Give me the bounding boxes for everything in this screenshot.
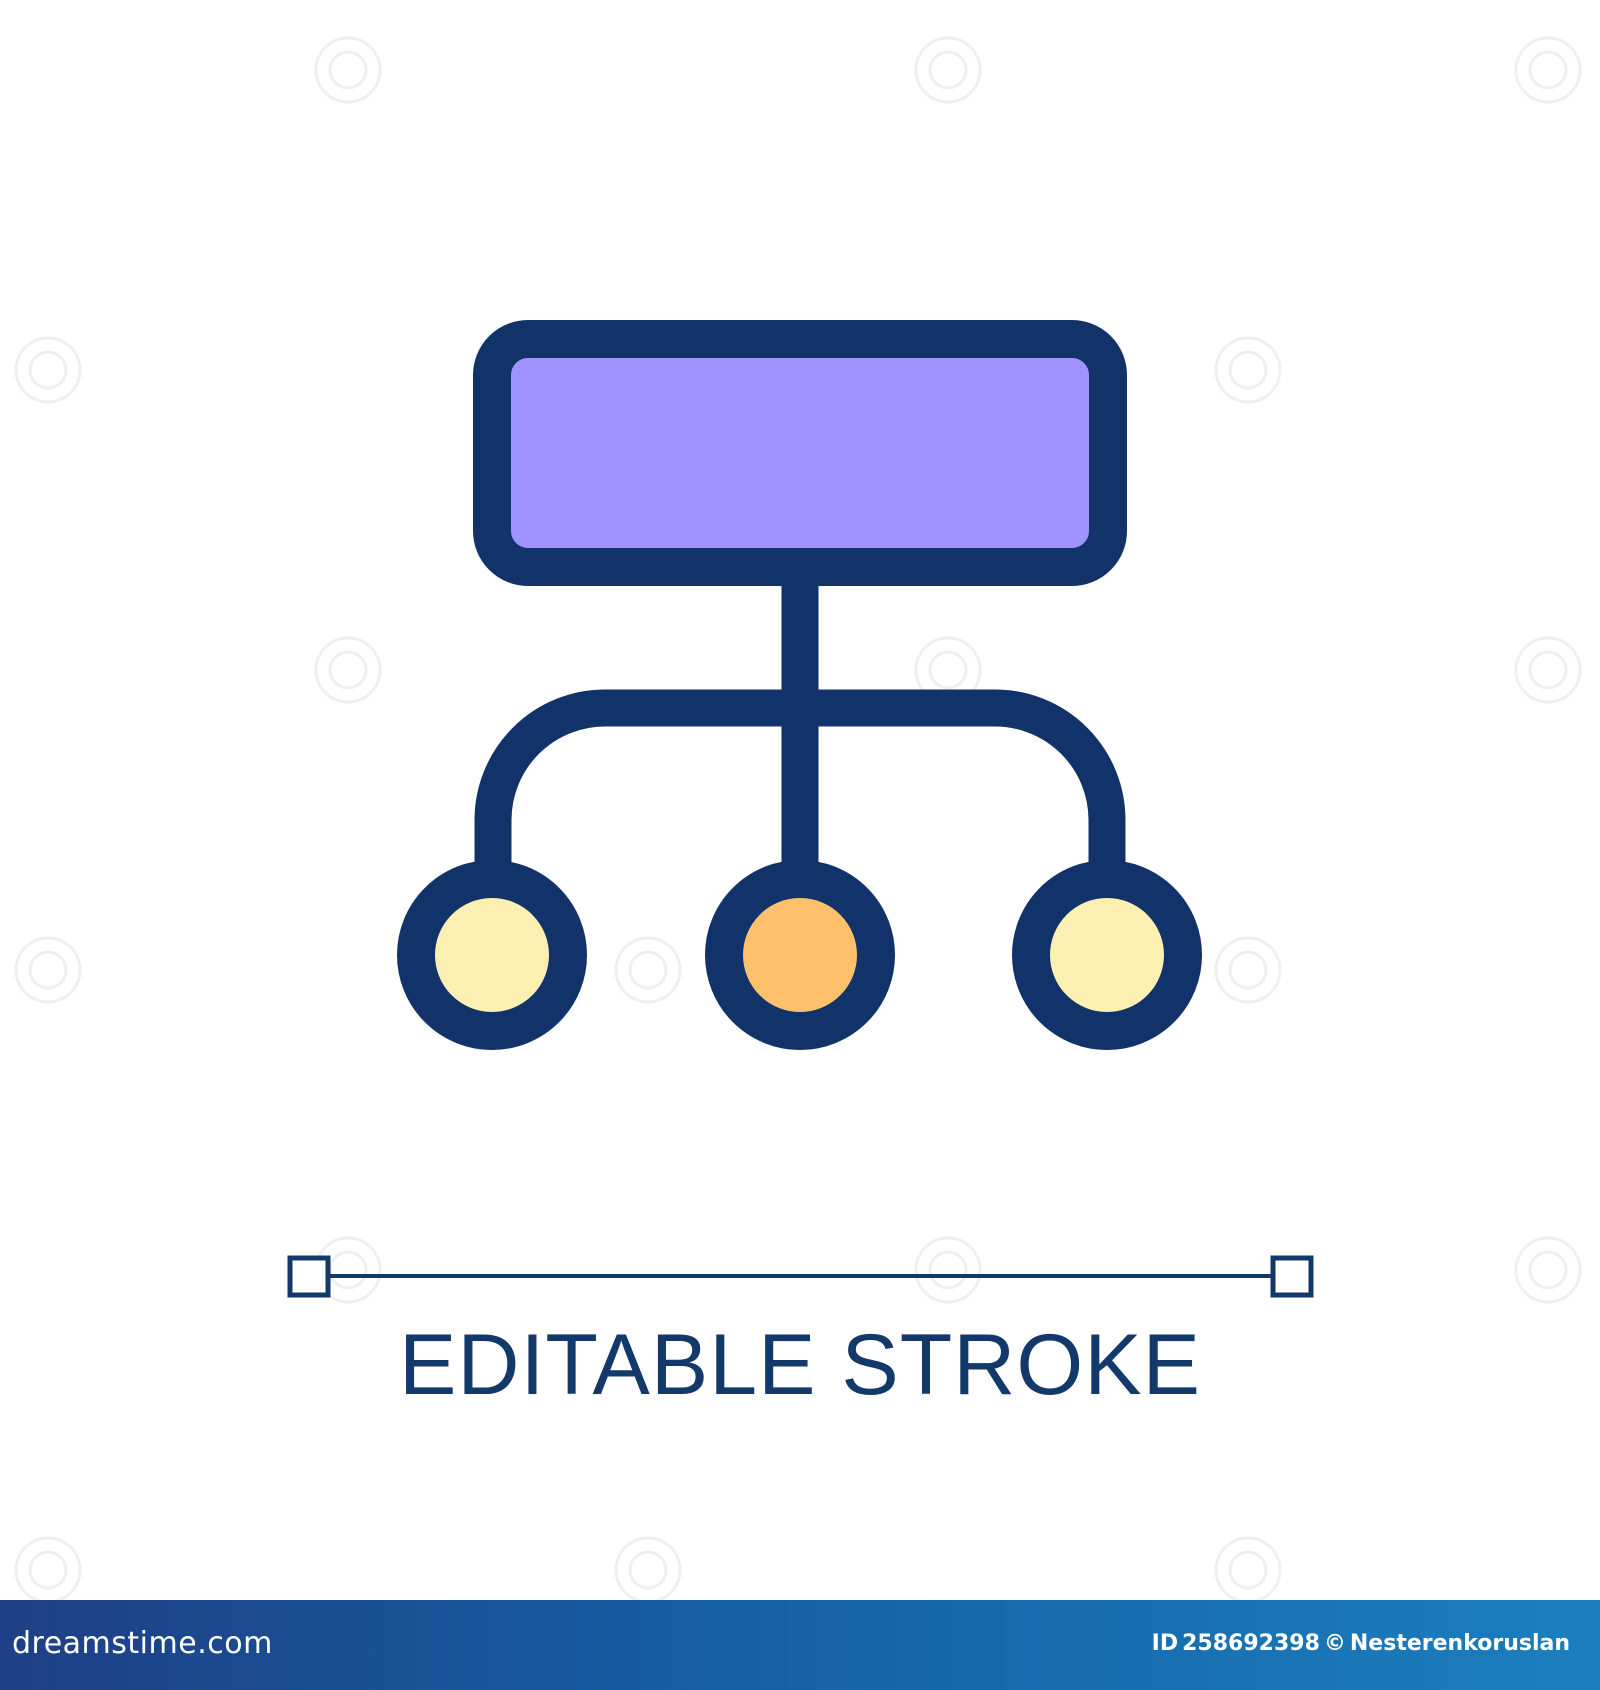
id-label: ID <box>1151 1631 1179 1656</box>
child-node-middle <box>705 860 895 1050</box>
caption-text: EDITABLE STROKE <box>399 1317 1201 1413</box>
connector-lines <box>474 580 1126 866</box>
hierarchy-illustration <box>14 36 1582 1600</box>
stroke-handle-left <box>287 1255 331 1298</box>
child-node-right <box>1012 860 1202 1050</box>
brand-logo[interactable]: dreamstime.com <box>12 1626 273 1661</box>
stroke-handle-right <box>1270 1255 1314 1298</box>
child-node-left <box>397 860 587 1050</box>
parent-box <box>473 320 1127 586</box>
copyright-icon: © <box>1323 1631 1346 1656</box>
id-value: 258692398 <box>1182 1631 1320 1656</box>
author-name[interactable]: Nesterenkoruslan <box>1349 1631 1570 1656</box>
editable-stroke-indicator <box>287 1255 1314 1298</box>
branch-arc <box>474 689 1126 866</box>
